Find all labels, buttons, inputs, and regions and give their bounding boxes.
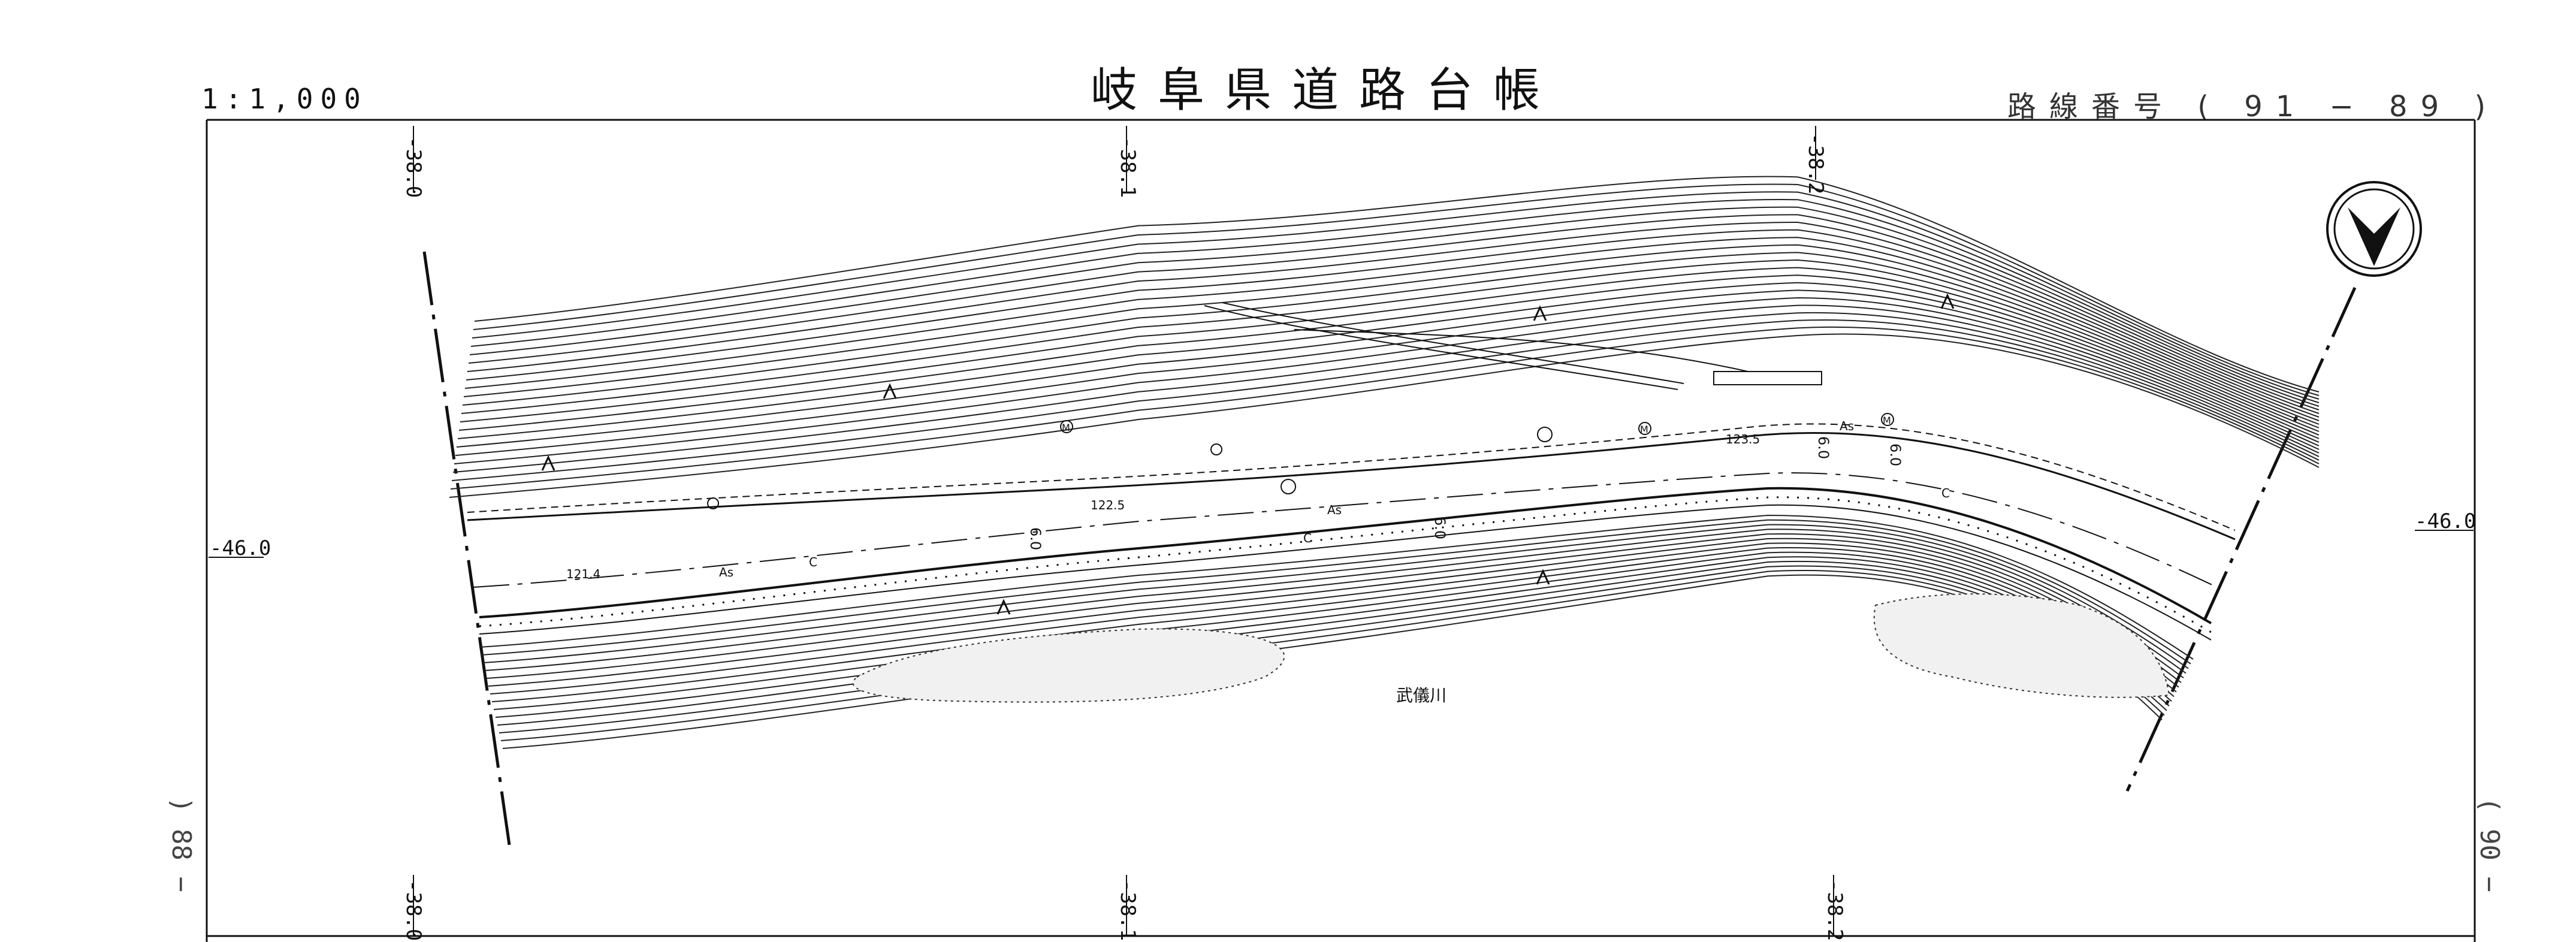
contour-line — [461, 259, 2320, 432]
contour-line — [463, 244, 2320, 425]
contour-line — [468, 214, 2320, 410]
contour-line — [484, 529, 2187, 674]
elevation-label-2: 122.5 — [1091, 498, 1125, 512]
sand-bank — [852, 593, 2170, 703]
contour-line — [452, 312, 2320, 473]
road-edge-north — [467, 431, 2236, 541]
guardrail — [479, 496, 2212, 633]
slope-label-2: 6.0 — [1432, 517, 1448, 539]
contour-line — [466, 229, 2320, 418]
elevation-label-1: 121.4 — [566, 567, 600, 581]
grid-label-bottom-2: -38.1 — [1116, 880, 1140, 941]
grid-label-bottom-3: -38.2 — [1823, 880, 1847, 941]
contour-line — [479, 514, 2194, 660]
grid-label-top-2: -38.1 — [1116, 137, 1140, 198]
slope-label-3: 6.0 — [1815, 436, 1832, 459]
map-frame — [206, 119, 2476, 942]
road — [467, 423, 2236, 641]
surface-label-c-2: C — [1303, 531, 1312, 545]
contour-line — [491, 547, 2177, 702]
contour-line — [460, 267, 2320, 436]
grid-label-right: -46.0 — [2415, 509, 2477, 533]
north-arrow-icon — [2326, 181, 2422, 277]
contour-line — [449, 333, 2320, 498]
contour-line — [490, 542, 2179, 695]
contour-line — [455, 297, 2320, 456]
contour-line — [464, 237, 2320, 421]
slope-label-1: 6.0 — [1027, 527, 1044, 550]
contour-line — [474, 176, 2320, 393]
contour-line — [472, 191, 2320, 400]
manhole-label-1: M — [1062, 422, 1070, 433]
contour-line — [454, 304, 2320, 464]
contour-line — [482, 524, 2189, 669]
contour-line — [458, 274, 2320, 439]
section-lines — [422, 251, 2357, 846]
contour-line — [467, 221, 2320, 414]
slope-label-4: 6.0 — [1887, 443, 1904, 466]
surface-label-c-1: C — [809, 555, 817, 569]
sheet-edge-left: ) 88 − — [166, 797, 197, 892]
map-symbols — [707, 413, 1894, 509]
map-labels: 武儀川 121.4 122.5 123.5 As As As C C C 6.0… — [566, 415, 1950, 705]
side-road — [1204, 302, 1822, 390]
grid-label-top-3: -38.2 — [1804, 133, 1828, 195]
grid-label-bottom-1: -38.0 — [401, 880, 425, 941]
map-title: 岐阜県道路台帳 — [1091, 64, 1561, 117]
grid-label-top-1: -38.0 — [401, 137, 425, 198]
grid-label-left: -46.0 — [210, 536, 271, 560]
river-label: 武儀川 — [1396, 686, 1446, 705]
contour-line — [493, 551, 2175, 710]
road-edge-south — [479, 487, 2212, 624]
contour-line — [499, 565, 2167, 733]
contour-line — [450, 326, 2320, 490]
contour-line — [473, 183, 2320, 396]
surface-label-c-3: C — [1941, 486, 1950, 500]
contour-line — [457, 282, 2320, 443]
contour-lines — [449, 176, 2320, 749]
scale-label: 1:1,000 — [201, 83, 368, 115]
contour-line — [469, 206, 2320, 407]
grid-ticks — [209, 126, 2474, 936]
surface-label-as-3: As — [1840, 419, 1854, 433]
contour-line — [488, 538, 2182, 687]
contour-line — [456, 289, 2320, 448]
manhole-label-2: M — [1640, 424, 1648, 435]
contour-line — [497, 560, 2170, 726]
road-edge-north-2 — [467, 423, 2236, 531]
contour-line — [462, 252, 2320, 428]
contour-line — [451, 319, 2320, 481]
surface-label-as-1: As — [719, 565, 733, 579]
road-centerline — [473, 472, 2218, 588]
route-number: 路線番号 ( 91 − 89 ) — [2007, 90, 2499, 123]
manhole-label-3: M — [1883, 415, 1891, 426]
surface-label-as-2: As — [1327, 503, 1342, 517]
contour-line — [486, 533, 2184, 679]
contour-line — [495, 556, 2172, 718]
vegetation-symbols — [541, 293, 1955, 615]
contour-line — [470, 198, 2320, 403]
elevation-label-3: 123.5 — [1726, 432, 1760, 446]
sheet-edge-right: ( 90 − — [2474, 797, 2505, 892]
contour-line — [481, 519, 2191, 665]
